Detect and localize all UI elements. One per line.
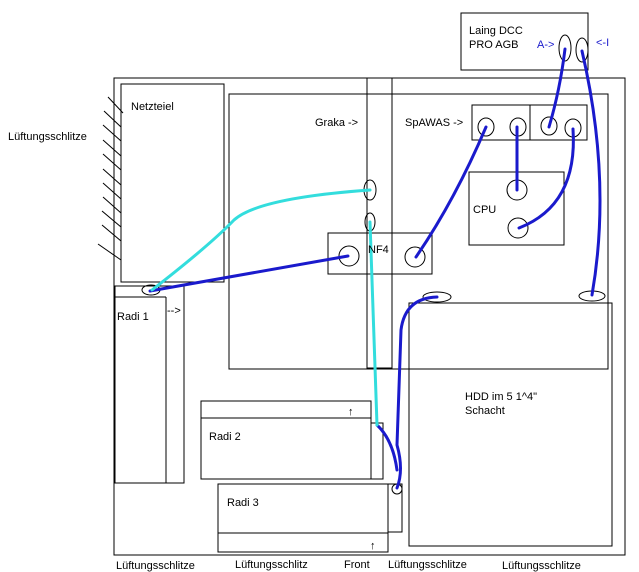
hdd-cage [408,302,613,547]
case-outline [113,77,626,556]
cyan-tubing [150,188,379,427]
nf4-connector-left [338,245,360,267]
tube-nf4-radi1 [148,254,350,293]
pump-label-line1: Laing DCC [469,25,523,37]
vent-bottom-label-4: Lüftungsschlitze [502,560,581,572]
hdd-connector-left [422,291,452,303]
spawas-connector-1 [477,117,495,137]
tube-nf4-spawas [414,125,488,259]
tube-pump-spawas [547,47,567,129]
radi3-end [387,483,403,533]
cpu-label: CPU [473,204,496,216]
mainboard-box [228,93,609,370]
front-label: Front [344,559,370,571]
nf4-label: NF4 [368,244,389,256]
tube-radi1-gpu [150,188,372,292]
hdd-label-line1: HDD im 5 1^4" [465,391,537,403]
pump-connector-out [575,37,589,63]
tube-pump-hdd [580,49,602,297]
spawas-block-right [529,104,588,141]
pump-in-label: A-> [537,39,554,51]
blue-tubing [148,47,602,490]
psu-box [120,83,225,283]
vent-bottom-label-1: Lüftungsschlitze [116,560,195,572]
arrow-up-radi2: ↑ [348,406,354,418]
tube-radi2-radi3 [375,423,399,472]
tube-gpu-radi2 [368,220,379,427]
pump-out-label: <-I [596,37,609,49]
nf4-block [327,232,433,275]
gpu-slot [366,77,393,369]
radi3-box [217,483,389,553]
spawas-connector-3 [540,116,558,136]
connectors [141,34,606,495]
spawas-label: SpAWAS -> [405,117,463,129]
psu-label: Netzteiel [131,101,174,113]
tube-spawas-cpu-bottom [517,127,575,230]
vent-bottom-label-3: Lüftungsschlitze [388,559,467,571]
vent-bottom-label-2: Lüftungsschlitz [235,559,308,571]
radi1-label: Radi 1 [117,311,149,323]
radi1-box [114,285,185,484]
tube-hdd-radi3 [395,295,439,490]
arrow-up-radi3: ↑ [370,540,376,552]
pump-connector-in [558,34,572,62]
pump-label-line2: PRO AGB [469,39,519,51]
radi2-label: Radi 2 [209,431,241,443]
hdd-label-line2: Schacht [465,405,505,417]
radi3-label: Radi 3 [227,497,259,509]
vent-left-label: Lüftungsschlitze [8,131,87,143]
pump-box [460,12,589,71]
nf4-connector-right [404,246,426,268]
cpu-connector-bottom [507,217,529,239]
radi1-arrow-label: --> [167,305,181,317]
vent-hatching [97,96,124,261]
gpu-label: Graka -> [315,117,358,129]
